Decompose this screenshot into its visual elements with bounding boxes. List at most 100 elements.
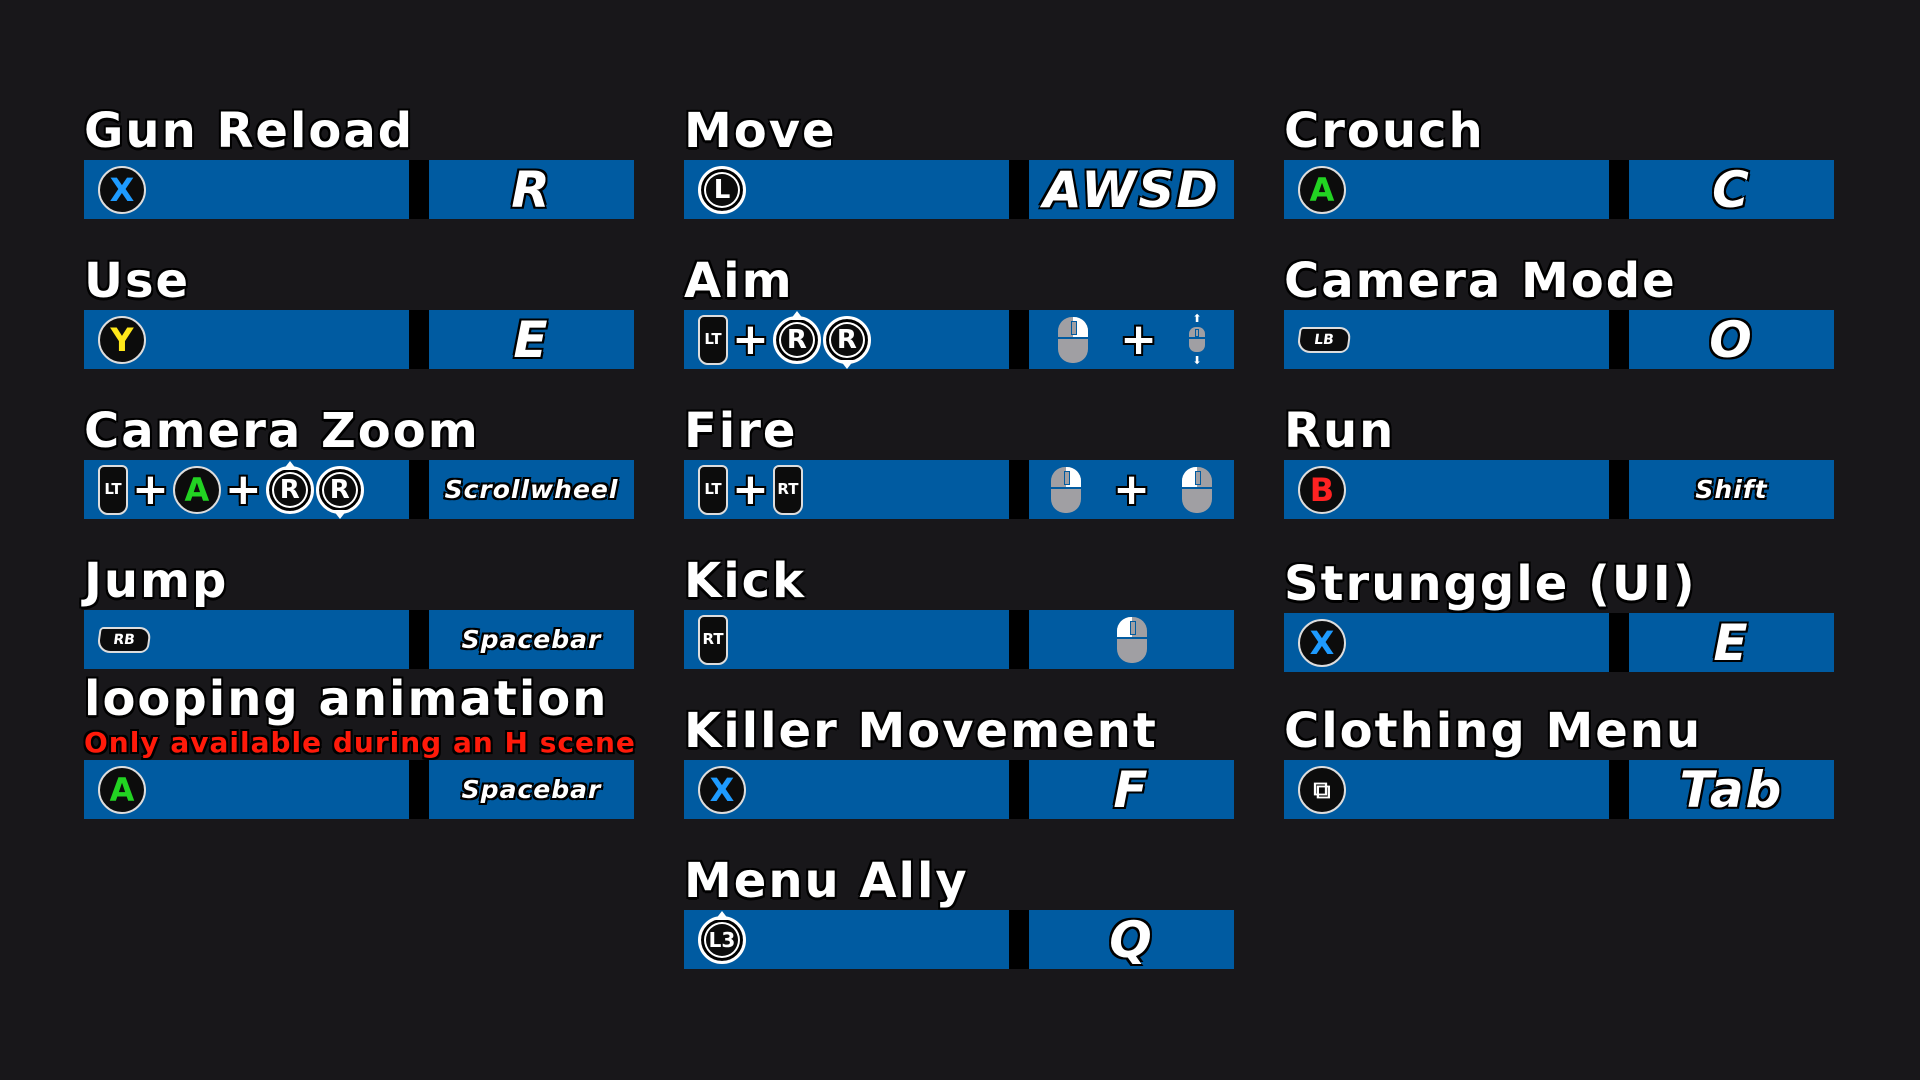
action-title: Kick <box>684 553 807 609</box>
keyboard-binding: Shift <box>1629 460 1834 519</box>
a-button-icon: A <box>98 765 146 814</box>
action-title: Gun Reload <box>84 103 415 159</box>
key-label: F <box>1113 760 1150 819</box>
action-title: looping animation <box>84 671 609 727</box>
action-title: Jump <box>84 553 229 609</box>
action-title: Strunggle (UI) <box>1284 556 1697 612</box>
controller-binding: X <box>84 160 409 219</box>
action-title: Fire <box>684 403 798 459</box>
plus-icon: + <box>732 313 769 365</box>
binding-bars: LT+RT+ <box>684 460 1234 519</box>
divider <box>409 760 429 819</box>
divider <box>1009 310 1029 369</box>
divider <box>1009 610 1029 669</box>
plus-icon: + <box>1120 313 1157 365</box>
key-label: C <box>1712 160 1751 219</box>
action-title: Crouch <box>1284 103 1485 159</box>
plus-icon: + <box>732 463 769 515</box>
key-label: E <box>1713 613 1750 672</box>
key-label: Tab <box>1679 760 1784 819</box>
x-button-icon: X <box>1298 618 1346 667</box>
key-label: Scrollwheel <box>444 474 619 504</box>
keyboard-binding: O <box>1629 310 1834 369</box>
controller-binding: LB <box>1284 310 1609 369</box>
action-title: Camera Mode <box>1284 253 1677 309</box>
a-button-icon: A <box>172 465 221 514</box>
r-stick-icon: R <box>315 465 364 519</box>
keyboard-binding: E <box>1629 613 1834 672</box>
scroll-down-arrow-icon: ⬇ <box>1192 354 1202 367</box>
x-button-icon: X <box>98 165 146 214</box>
key-label: Spacebar <box>461 624 602 654</box>
divider <box>1609 160 1629 219</box>
menu-button-icon: ⧉ <box>1298 765 1346 814</box>
lt-trigger-icon: LT <box>98 464 128 515</box>
controller-binding: X <box>684 760 1009 819</box>
keyboard-binding: Spacebar <box>429 610 634 669</box>
mouse-left-click-icon <box>1116 616 1147 663</box>
key-label: Shift <box>1695 474 1768 504</box>
mouse-scroll-wheel-icon: ⬆⬇ <box>1188 312 1205 367</box>
divider <box>409 310 429 369</box>
r-stick-icon: R <box>822 315 871 369</box>
keyboard-binding: E <box>429 310 634 369</box>
keyboard-binding: Scrollwheel <box>429 460 634 519</box>
divider <box>1609 310 1629 369</box>
key-label: Q <box>1109 910 1154 969</box>
controller-binding: LT+RT <box>684 460 1009 519</box>
controller-binding: RT <box>684 610 1009 669</box>
keyboard-binding <box>1029 610 1234 669</box>
controller-binding: A <box>1284 160 1609 219</box>
mouse-binding: + ⬆⬇ <box>1058 312 1205 367</box>
keyboard-binding: F <box>1029 760 1234 819</box>
binding-clothing-menu: Clothing Menu ⧉ Tab <box>1284 640 1834 819</box>
divider <box>409 160 429 219</box>
mouse-right-click-icon <box>1051 466 1082 513</box>
y-button-icon: Y <box>98 315 146 364</box>
controller-binding: L3 <box>684 910 1009 969</box>
key-label: O <box>1709 310 1754 369</box>
action-title: Use <box>84 253 191 309</box>
divider <box>1609 613 1629 672</box>
mouse-left-click-icon <box>1181 466 1212 513</box>
a-button-icon: A <box>1298 165 1346 214</box>
divider <box>1609 760 1629 819</box>
lt-trigger-icon: LT <box>698 464 728 515</box>
mouse-binding: + <box>1051 466 1212 513</box>
binding-bars: LB O <box>1284 310 1834 369</box>
binding-bars: ⧉ Tab <box>1284 760 1834 819</box>
action-title: Aim <box>684 253 794 309</box>
mouse-button-highlight <box>1073 316 1089 337</box>
divider <box>1009 760 1029 819</box>
action-title: Clothing Menu <box>1284 703 1703 759</box>
rt-trigger-icon: RT <box>772 464 803 515</box>
controller-binding: RB <box>84 610 409 669</box>
keyboard-binding: + ⬆⬇ <box>1029 310 1234 369</box>
keyboard-binding: + <box>1029 460 1234 519</box>
action-title: Move <box>684 103 837 159</box>
controller-binding: B <box>1284 460 1609 519</box>
key-label: AWSD <box>1043 160 1220 219</box>
mouse-button-highlight <box>1181 466 1197 487</box>
lt-trigger-icon: LT <box>698 314 728 365</box>
action-note: Only available during an H scene <box>84 726 636 759</box>
r-stick-icon: R <box>772 310 821 364</box>
